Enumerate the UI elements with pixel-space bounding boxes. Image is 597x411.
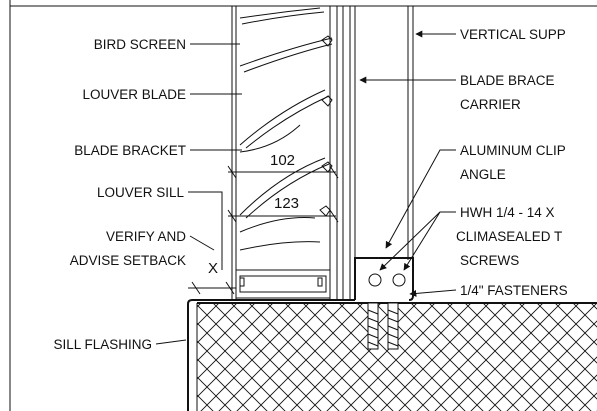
louver-blades [239, 7, 333, 251]
label-louver-sill: LOUVER SILL [97, 185, 185, 200]
louver-frame [231, 6, 356, 300]
label-bird-screen: BIRD SCREEN [94, 37, 186, 52]
dimension-x: X [208, 260, 218, 277]
dimension-123: 123 [274, 195, 299, 212]
concrete-anchors [367, 302, 399, 350]
vertical-support [407, 6, 414, 260]
sill-flashing [187, 299, 355, 411]
screw-head [368, 273, 382, 287]
dimension-lines [188, 165, 339, 295]
screw-head [392, 273, 406, 287]
label-blade-brace-line1: BLADE BRACE [460, 73, 555, 88]
label-aluminum-clip-line1: ALUMINUM CLIP [460, 143, 566, 158]
aluminum-clip-angle [354, 257, 414, 301]
dimension-102: 102 [270, 152, 295, 169]
label-hwh-line1: HWH 1/4 - 14 X [460, 205, 555, 220]
label-verify-line2: ADVISE SETBACK [70, 253, 186, 268]
louver-sill [235, 269, 331, 299]
label-verify-line1: VERIFY AND [106, 229, 186, 244]
label-blade-bracket: BLADE BRACKET [74, 143, 186, 158]
label-hwh-line3: SCREWS [460, 253, 519, 268]
label-hwh-line2: CLIMASEALED T [456, 229, 562, 244]
label-blade-brace-line2: CARRIER [460, 97, 521, 112]
label-sill-flashing: SILL FLASHING [53, 337, 152, 352]
label-fasteners: 1/4" FASTENERS [460, 283, 568, 298]
leader-lines [155, 30, 457, 345]
drawing-border [9, 0, 597, 411]
label-vertical-support: VERTICAL SUPP [460, 27, 566, 42]
label-louver-blade: LOUVER BLADE [82, 87, 186, 102]
label-aluminum-clip-line2: ANGLE [460, 167, 506, 182]
